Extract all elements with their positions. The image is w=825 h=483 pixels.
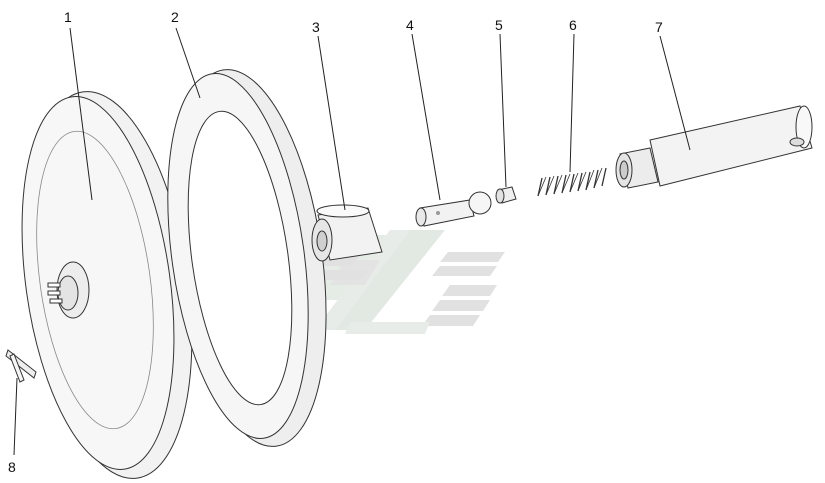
part-5-cap xyxy=(495,186,517,204)
callout-6: 6 xyxy=(569,17,577,33)
part-7-shaft xyxy=(615,105,813,189)
callout-labels: 1 2 3 4 5 6 7 8 xyxy=(8,9,663,475)
part-1-handwheel xyxy=(21,91,193,479)
callout-8: 8 xyxy=(8,459,16,475)
part-6-spring xyxy=(537,167,607,197)
callout-4: 4 xyxy=(406,17,414,33)
part-4-ball-pin xyxy=(415,191,492,227)
callout-3: 3 xyxy=(312,19,320,35)
part-2-rim-ring xyxy=(167,69,327,447)
callout-1: 1 xyxy=(64,9,72,25)
callout-7: 7 xyxy=(655,19,663,35)
leader-lines xyxy=(13,27,691,456)
callout-2: 2 xyxy=(171,9,179,25)
part-8-cotter-pin xyxy=(5,349,37,383)
part-3-bushing xyxy=(311,204,383,262)
callout-5: 5 xyxy=(495,17,503,33)
watermark-logo xyxy=(292,230,505,334)
